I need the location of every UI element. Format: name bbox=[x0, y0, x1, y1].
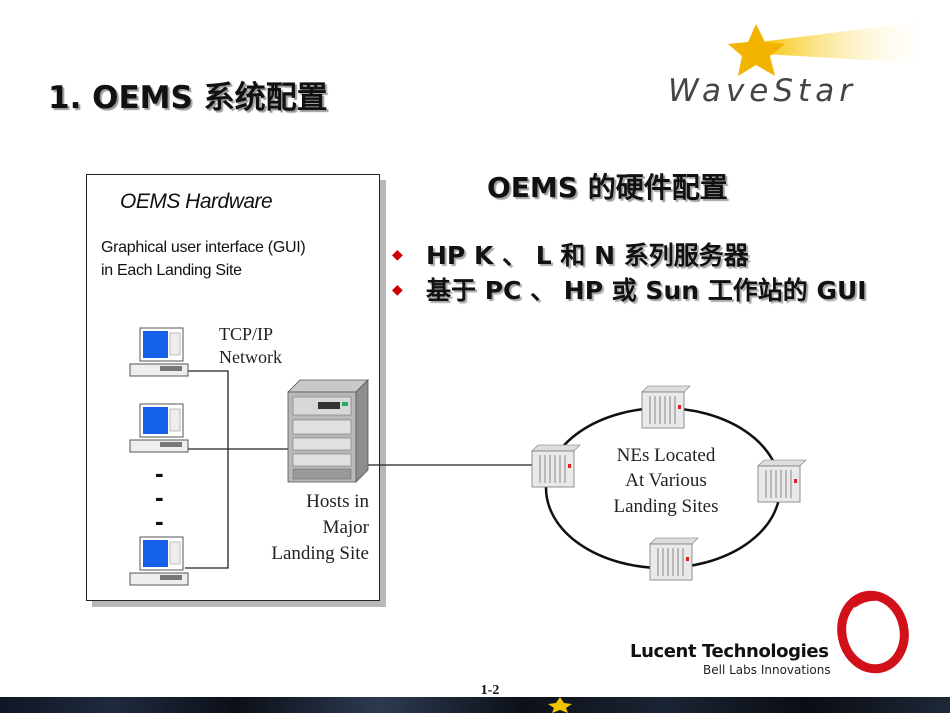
server-tower-icon bbox=[287, 379, 369, 483]
lucent-ring-logo bbox=[837, 590, 909, 674]
gui-description-line1: Graphical user interface (GUI) bbox=[101, 239, 306, 256]
ne-rack-icon-top bbox=[641, 385, 691, 429]
wavestar-star-icon bbox=[728, 20, 935, 76]
hardware-panel-title: OEMS Hardware bbox=[120, 190, 273, 213]
gui-description-line2: in Each Landing Site bbox=[101, 262, 242, 279]
network-label-line1: TCP/IP bbox=[219, 324, 274, 344]
page-number: 1-2 bbox=[480, 683, 500, 698]
ring-label-line3: Landing Sites bbox=[613, 496, 719, 517]
bullet-text: 基于 PC 、 HP 或 Sun 工作站的 GUI bbox=[426, 276, 867, 305]
bullet-item: ◆ HP K 、 L 和 N 系列服务器 bbox=[392, 236, 749, 272]
bullet-diamond-icon: ◆ bbox=[392, 247, 403, 263]
hosts-label-line3: Landing Site bbox=[271, 543, 369, 564]
bullet-item: ◆ 基于 PC 、 HP 或 Sun 工作站的 GUI bbox=[392, 271, 867, 307]
desktop-computer-icon bbox=[129, 403, 189, 453]
page-title: 1. OEMS 系统配置 bbox=[48, 80, 328, 116]
hardware-config-heading: OEMS 的硬件配置 bbox=[487, 171, 728, 204]
ring-label-line1: NEs Located bbox=[616, 445, 716, 466]
desktop-computer-icon bbox=[129, 536, 189, 586]
hosts-label-line1: Hosts in bbox=[306, 491, 369, 512]
ne-rack-icon-right bbox=[757, 459, 807, 503]
hosts-label-line2: Major bbox=[322, 517, 369, 538]
desktop-computer-icon bbox=[129, 327, 189, 377]
bottom-decorative-band bbox=[0, 697, 950, 713]
more-computers-dash-2: - bbox=[155, 482, 164, 512]
more-computers-dash-1: - bbox=[155, 458, 164, 488]
bullet-diamond-icon: ◆ bbox=[392, 282, 403, 298]
company-name: Lucent Technologies bbox=[630, 641, 829, 662]
ring-label-line2: At Various bbox=[625, 470, 707, 491]
bullet-text: HP K 、 L 和 N 系列服务器 bbox=[426, 241, 749, 270]
network-label-line2: Network bbox=[219, 347, 282, 367]
more-computers-dash-3: - bbox=[155, 506, 164, 536]
bottom-star-icon bbox=[548, 697, 572, 713]
ne-rack-icon-left bbox=[531, 444, 581, 488]
company-tagline: Bell Labs Innovations bbox=[703, 663, 831, 677]
ne-rack-icon-bottom bbox=[649, 537, 699, 581]
network-wires bbox=[185, 370, 532, 569]
wavestar-logo-text: WaveStar bbox=[668, 73, 857, 109]
